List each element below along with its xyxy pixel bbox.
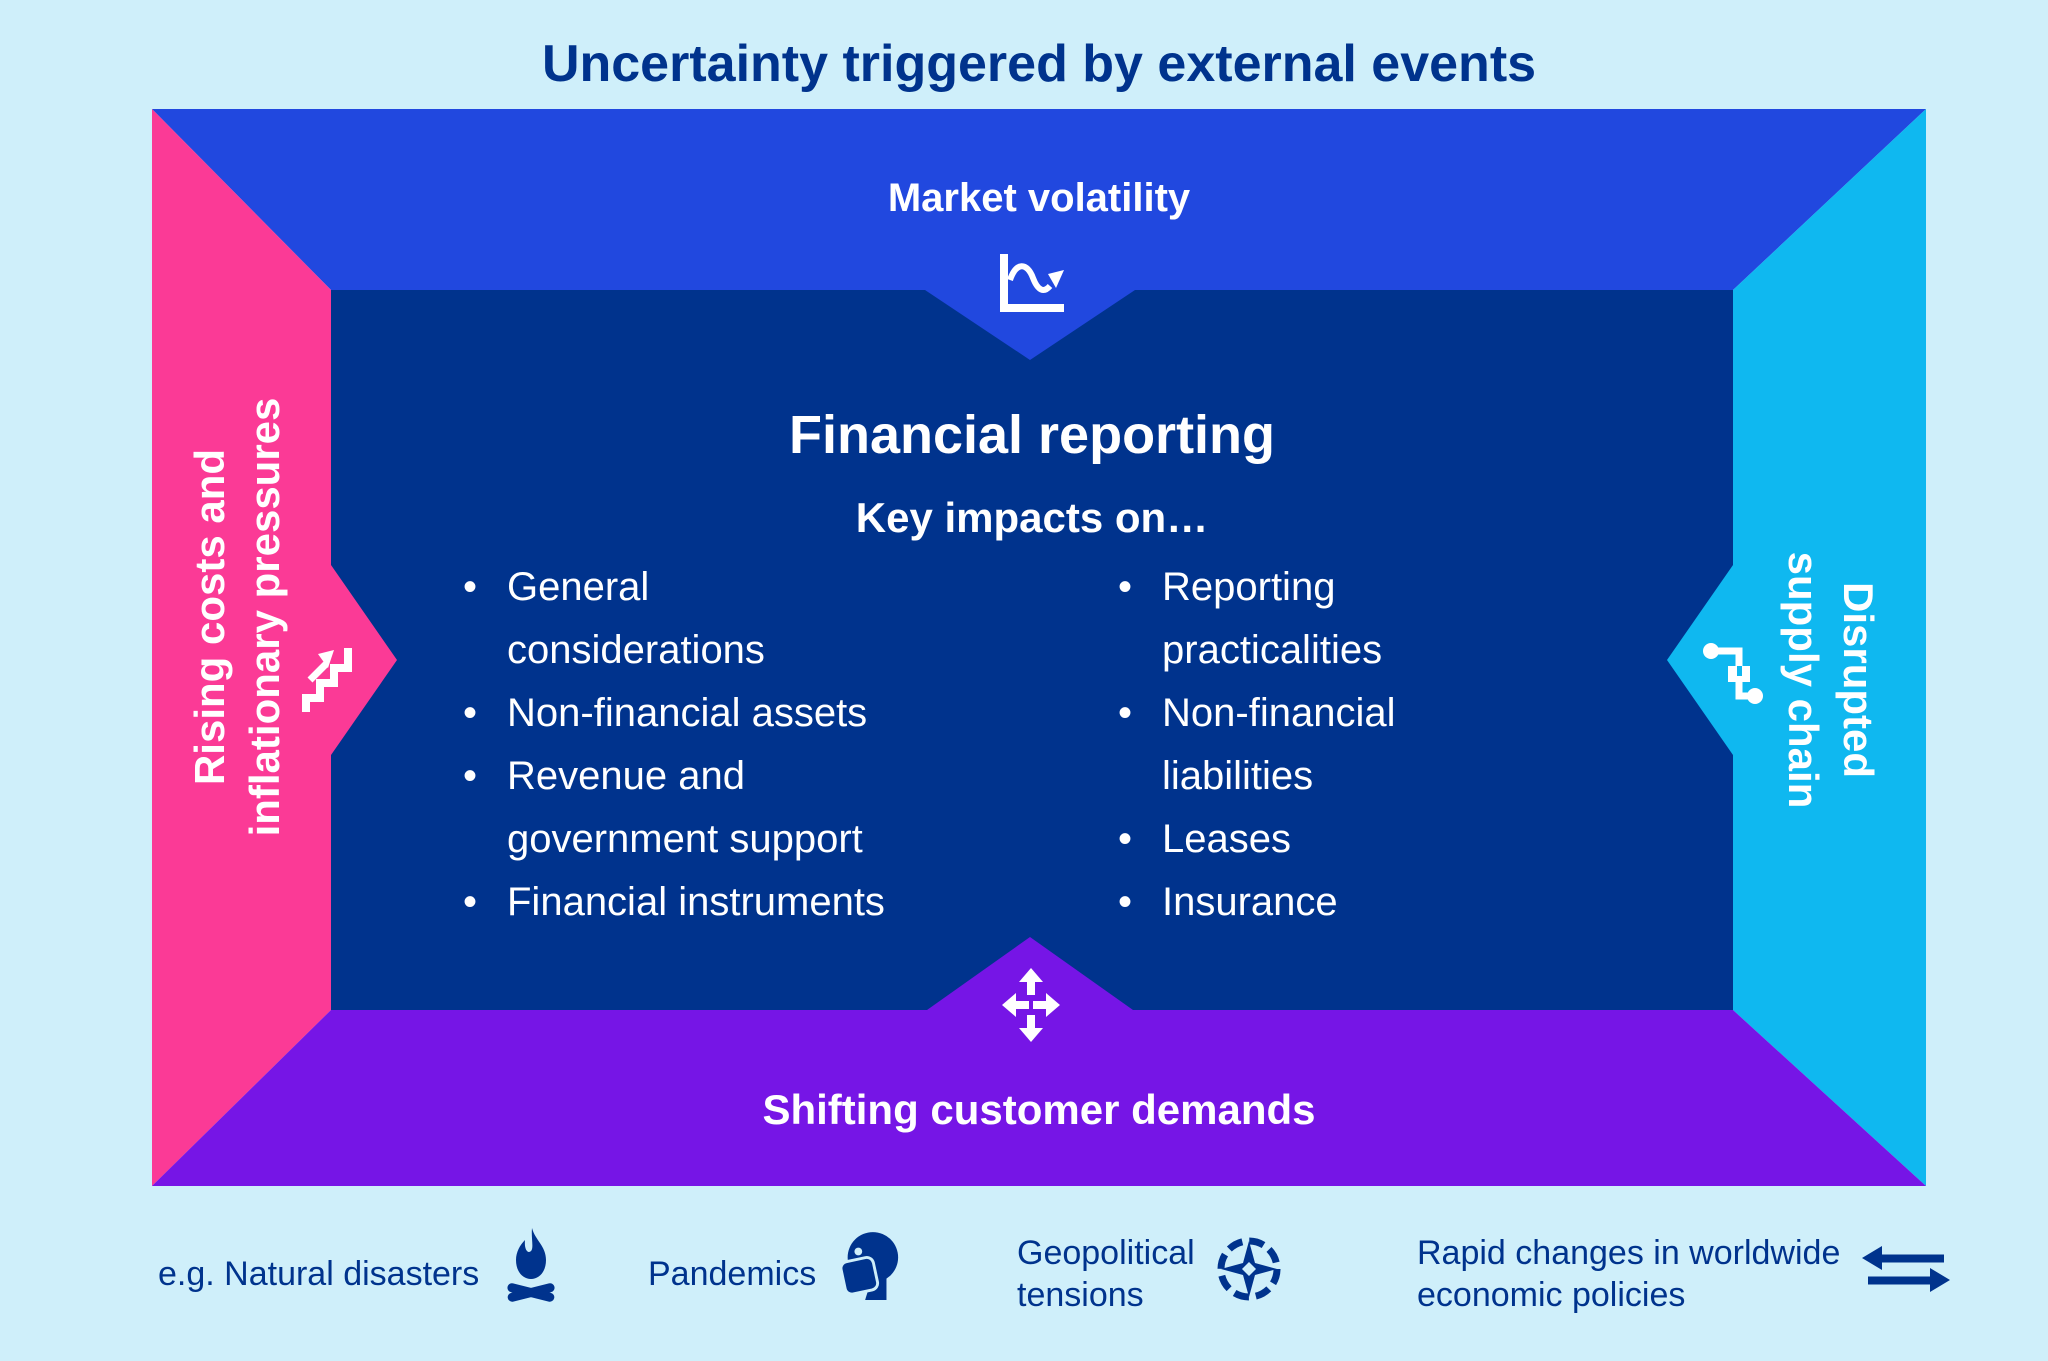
rising-costs-label: Rising costs and inflationary pressures: [172, 317, 302, 917]
example-pandemics: Pandemics: [648, 1232, 902, 1316]
example-label: Geopolitical tensions: [1017, 1234, 1195, 1314]
page-title: Uncertainty triggered by external events: [541, 35, 1537, 93]
disrupted-supply-chain-label: Disrupted supply chain: [1766, 380, 1896, 980]
example-label: Rapid changes in worldwide economic poli…: [1417, 1234, 1841, 1314]
panel-heading: Financial reporting: [788, 405, 1276, 465]
panel-subheading: Key impacts on…: [855, 494, 1209, 541]
disrupted-line1: Disrupted: [1835, 581, 1882, 778]
example-geopolitical-tensions: Geopolitical tensions: [1017, 1232, 1283, 1316]
move-arrows-icon: [996, 966, 1066, 1049]
left-band-shape: [152, 109, 397, 1186]
example-natural-disasters: e.g. Natural disasters: [158, 1228, 563, 1316]
market-volatility-label: Market volatility: [887, 176, 1191, 220]
face-mask-icon: [836, 1230, 902, 1318]
compass-icon: [1215, 1235, 1283, 1313]
impacts-list-right: Reporting practicalities Non-financial l…: [1110, 556, 1610, 934]
list-item: Insurance: [1110, 871, 1610, 934]
list-item: Revenue and government support: [455, 745, 1015, 871]
double-arrows-icon: [1860, 1242, 1952, 1306]
impacts-list-left: General considerations Non-financial ass…: [455, 556, 1015, 934]
example-economic-policies: Rapid changes in worldwide economic poli…: [1417, 1232, 1952, 1316]
supply-route-icon: [1700, 638, 1768, 719]
financial-reporting-panel: Financial reporting Key impacts on… Gene…: [331, 290, 1733, 1010]
line-chart-icon: [993, 252, 1071, 323]
shifting-demands-label: Shifting customer demands: [762, 1086, 1316, 1133]
example-label: e.g. Natural disasters: [158, 1255, 480, 1293]
example-label: Pandemics: [648, 1255, 817, 1293]
list-item: Leases: [1110, 808, 1610, 871]
bottom-band-shape: [152, 937, 1926, 1186]
list-item: Reporting practicalities: [1110, 556, 1610, 682]
list-item: Non-financial liabilities: [1110, 682, 1610, 808]
rising-costs-line1: Rising costs and: [186, 448, 233, 786]
rising-costs-line2: inflationary pressures: [241, 397, 288, 837]
list-item: Non-financial assets: [455, 682, 1015, 745]
list-item: Financial instruments: [455, 871, 1015, 934]
right-band-shape: [1667, 109, 1926, 1186]
top-band-shape: [152, 109, 1926, 360]
list-item: General considerations: [455, 556, 1015, 682]
uncertainty-diagram: Market volatility Rising costs and infla…: [152, 109, 1926, 1186]
campfire-icon: [499, 1228, 563, 1320]
stairs-up-icon: [296, 636, 364, 719]
disrupted-line2: supply chain: [1780, 551, 1827, 809]
